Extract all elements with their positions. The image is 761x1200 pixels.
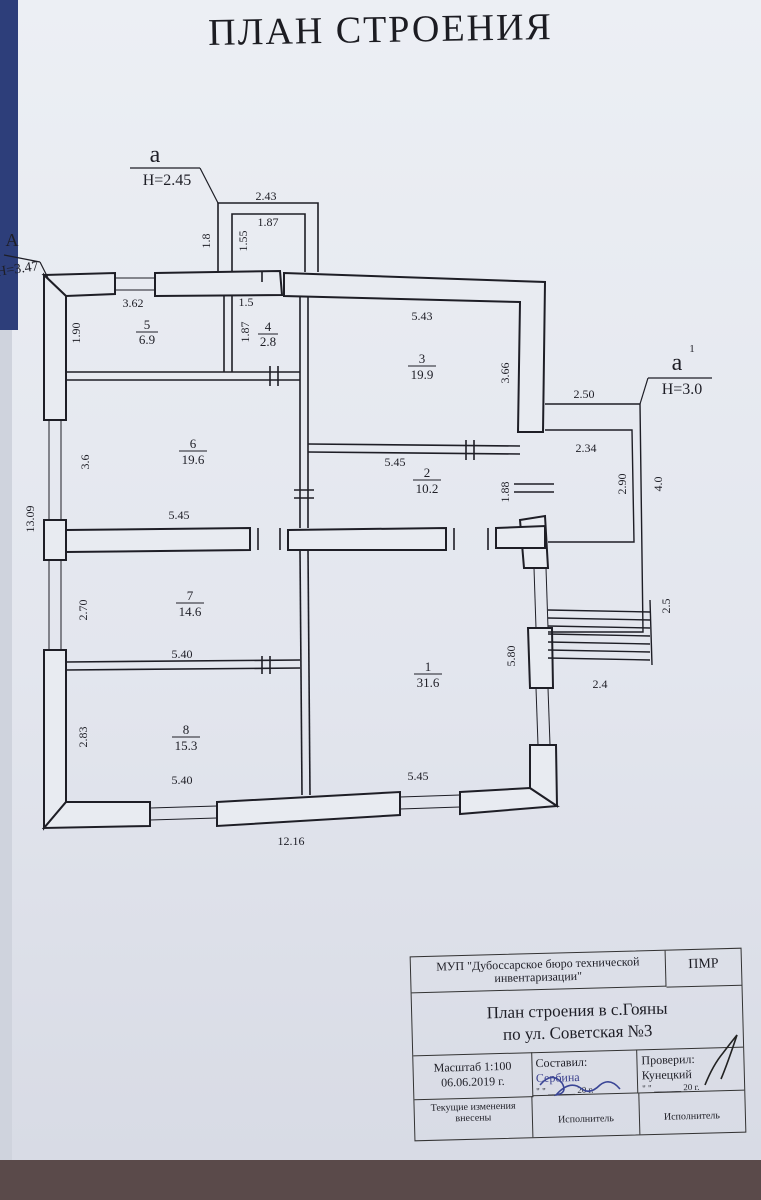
dim-r8-height: 2.83: [76, 727, 90, 748]
dimension-labels: 2.43 1.87 1.8 1.55 3.62 1.90 1.5 1.87 5.…: [23, 189, 673, 848]
dim-steps-len: 2.5: [659, 599, 673, 614]
dim-vest-h1: 1.8: [199, 234, 213, 249]
executor-2: Исполнитель: [663, 1110, 721, 1123]
marker-A-height: Н=3.47: [0, 259, 40, 280]
interior-walls: [65, 296, 554, 796]
folder-edge: [0, 0, 18, 330]
dim-porch-h: 2.90: [615, 474, 629, 495]
dim-r4-width: 1.5: [239, 295, 254, 309]
room-3-number: 3: [419, 351, 426, 366]
outer-walls: [41, 269, 560, 831]
dim-steps-w: 2.4: [593, 677, 608, 691]
marker-A-letter: А: [6, 230, 19, 250]
room-labels: 5 6.9 4 2.8 3 19.9 6 19.6 2 10.2 7 14.6 …: [136, 317, 442, 753]
room-3-area: 19.9: [411, 367, 434, 382]
background-surface: [0, 1160, 761, 1200]
dim-total-height: 13.09: [23, 506, 37, 533]
room-8-area: 15.3: [175, 738, 198, 753]
plan-title-box: План строения в с.Гояны по ул. Советская…: [411, 984, 744, 1057]
dim-r2-height: 1.88: [498, 482, 512, 503]
executor-1: Исполнитель: [532, 1093, 641, 1138]
vestibule: [217, 202, 319, 282]
room-1-area: 31.6: [417, 675, 440, 690]
room-6-area: 19.6: [182, 452, 205, 467]
marker-a1-letter: а: [672, 350, 683, 376]
region-code: ПМР: [665, 948, 742, 988]
dim-r3-width: 5.43: [412, 309, 433, 323]
changes-label: Текущие изменения внесены: [414, 1096, 534, 1141]
room-2-area: 10.2: [416, 481, 439, 496]
room-4-area: 2.8: [260, 334, 276, 349]
marker-a1-superscript: 1: [689, 343, 695, 355]
dim-r1-height: 5.80: [504, 646, 518, 667]
marker-lines: [3, 167, 712, 405]
dim-r8-width: 5.40: [172, 773, 193, 787]
dim-r1-width: 5.45: [408, 769, 429, 783]
marker-a-height: Н=2.45: [143, 172, 192, 189]
room-4-number: 4: [265, 319, 272, 334]
dim-porch-width: 2.50: [574, 387, 595, 401]
dim-r7-width: 5.40: [172, 647, 193, 661]
room-1-number: 1: [425, 659, 432, 674]
scale-date: 06.06.2019 г.: [440, 1073, 505, 1090]
room-5-area: 6.9: [139, 332, 155, 347]
room-5-number: 5: [144, 317, 151, 332]
dim-r2-width: 5.45: [385, 455, 406, 469]
dim-vest-h2: 1.55: [236, 231, 250, 252]
compiled-box: Составил: Сербина " " ______ 20 г.: [531, 1049, 639, 1097]
porch: [545, 403, 653, 666]
dim-r6-width: 5.45: [169, 508, 190, 522]
dim-r5-width: 3.62: [123, 296, 144, 310]
dim-vest-inner: 1.87: [258, 215, 279, 229]
title-block: МУП "Дубоссарское бюро технической инвен…: [409, 947, 747, 1142]
room-6-number: 6: [190, 436, 197, 451]
scale-box: Масштаб 1:100 06.06.2019 г.: [413, 1052, 534, 1101]
windows: [48, 277, 551, 821]
room-2-number: 2: [424, 465, 431, 480]
dim-porch-inner: 2.34: [576, 441, 597, 455]
dim-r4-height: 1.87: [238, 322, 252, 343]
dim-r7-height: 2.70: [76, 600, 90, 621]
dim-r6-height: 3.6: [78, 455, 92, 470]
room-7-number: 7: [187, 588, 194, 603]
page-edge: [0, 330, 12, 1200]
dim-r3-height: 3.66: [498, 363, 512, 384]
room-7-area: 14.6: [179, 604, 202, 619]
dim-porch-total: 4.0: [651, 477, 665, 492]
checked-box: Проверил: Кунецкий " " ______ 20 г.: [637, 1046, 745, 1094]
marker-a1-height: Н=3.0: [662, 381, 703, 398]
dim-total-width: 12.16: [278, 834, 305, 848]
dim-r5-height: 1.90: [69, 323, 83, 344]
dim-vest-width: 2.43: [256, 189, 277, 203]
room-8-number: 8: [183, 722, 190, 737]
marker-a-letter: а: [150, 142, 161, 168]
